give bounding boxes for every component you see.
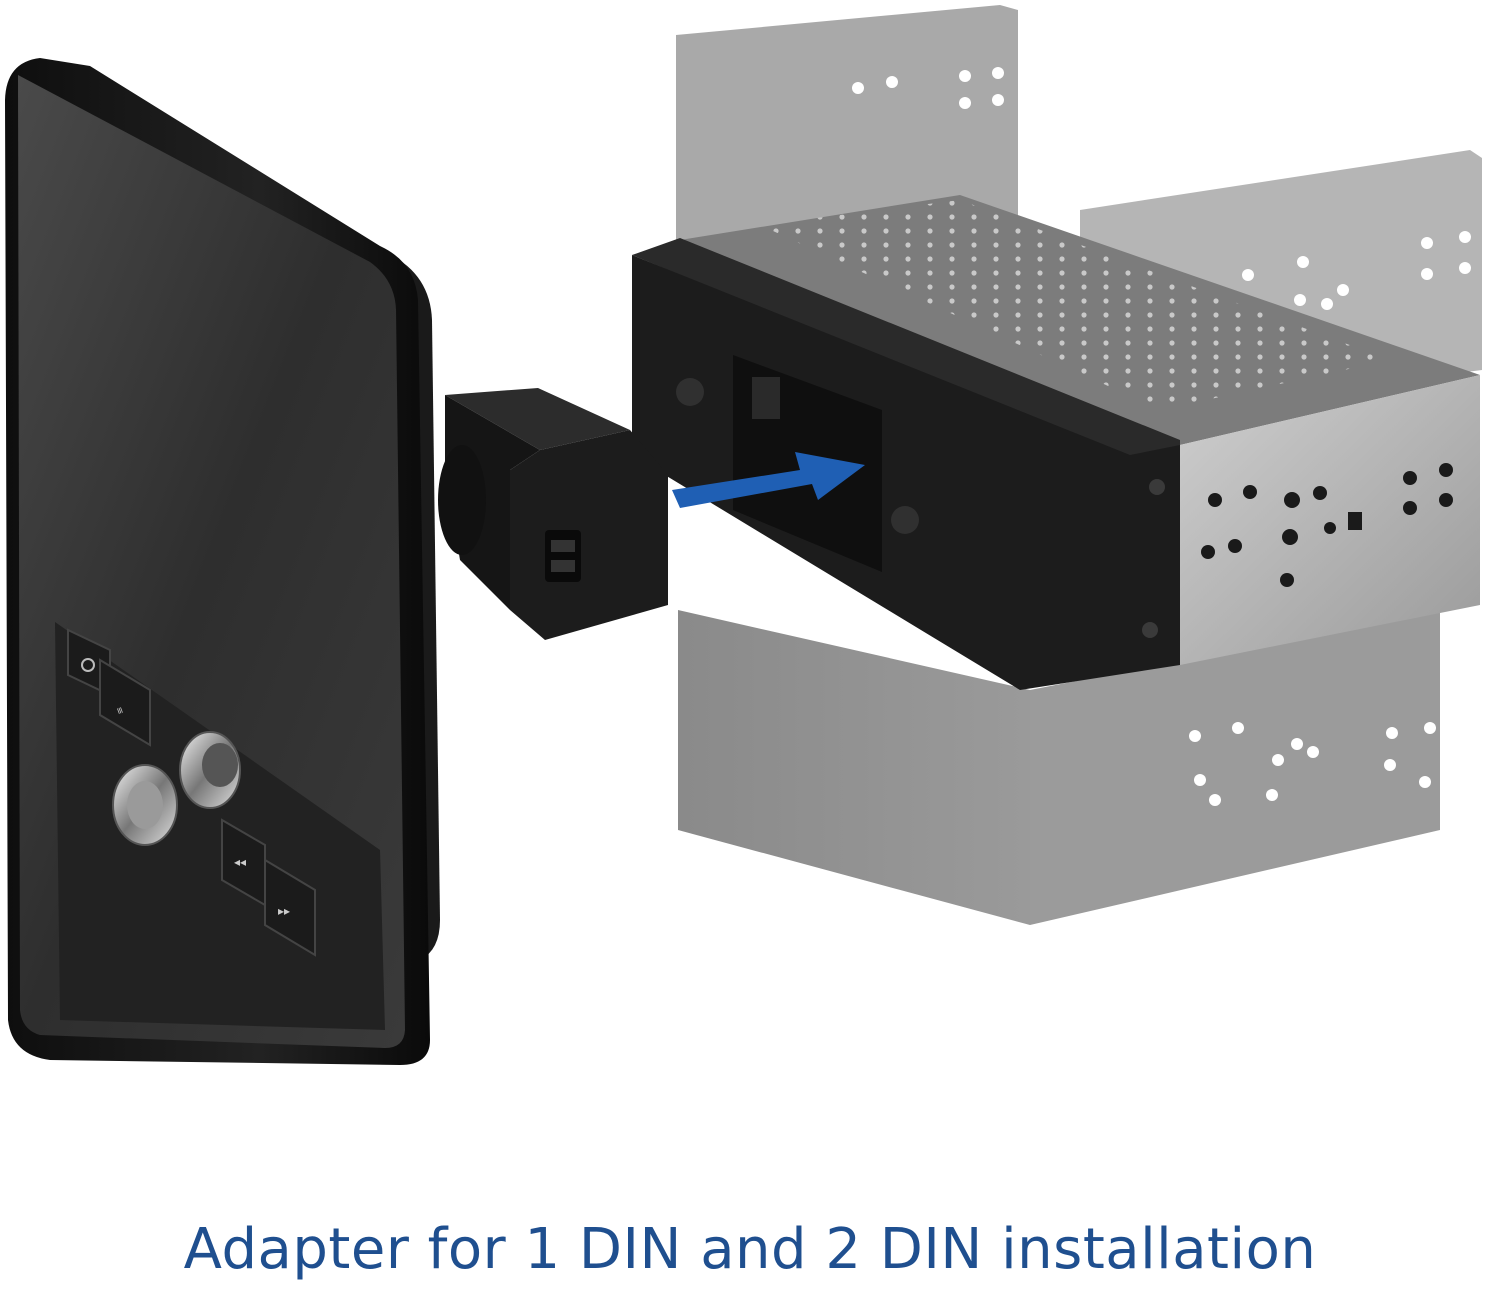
adapter-screws: [676, 378, 1165, 638]
cage-left-plate: [676, 5, 1018, 250]
chassis-vent-area: [760, 200, 1390, 410]
caption-text: Adapter for 1 DIN and 2 DIN installation: [183, 1217, 1317, 1282]
chassis-side: [1180, 375, 1480, 665]
radio-chassis: [632, 195, 1480, 690]
tune-knob[interactable]: [179, 731, 241, 809]
tune-knob-icon: [202, 743, 238, 787]
source-button[interactable]: ≡: [99, 658, 151, 747]
cage-lower-body: [678, 610, 1030, 925]
mount-block-front: [510, 430, 668, 640]
source-icon: ≡: [113, 706, 125, 717]
usb-port-icon: [545, 530, 581, 582]
adapter-frame-front: [632, 255, 1180, 690]
adapter-frame-top: [632, 238, 1180, 460]
mount-pivot: [438, 445, 486, 555]
installation-illustration: ≡ ◂◂ ▸▸: [5, 5, 1482, 1065]
cage-upper-holes: [852, 67, 1471, 310]
chassis-side-holes: [1155, 463, 1453, 587]
volume-knob-icon: [127, 781, 163, 829]
insert-direction-arrow: [672, 452, 865, 508]
cage-lower-holes: [1189, 722, 1436, 806]
volume-knob[interactable]: [112, 764, 178, 846]
rewind-icon: ◂◂: [234, 855, 246, 869]
fast-forward-button[interactable]: ▸▸: [264, 858, 316, 957]
fast-forward-icon: ▸▸: [278, 904, 290, 918]
adapter-slot-latch: [752, 377, 780, 419]
mount-block-top: [445, 388, 630, 450]
power-icon: [81, 658, 95, 672]
mount-arm: [438, 388, 668, 640]
cage-lower-front: [1030, 610, 1440, 925]
head-unit: ≡ ◂◂ ▸▸: [5, 58, 440, 1065]
